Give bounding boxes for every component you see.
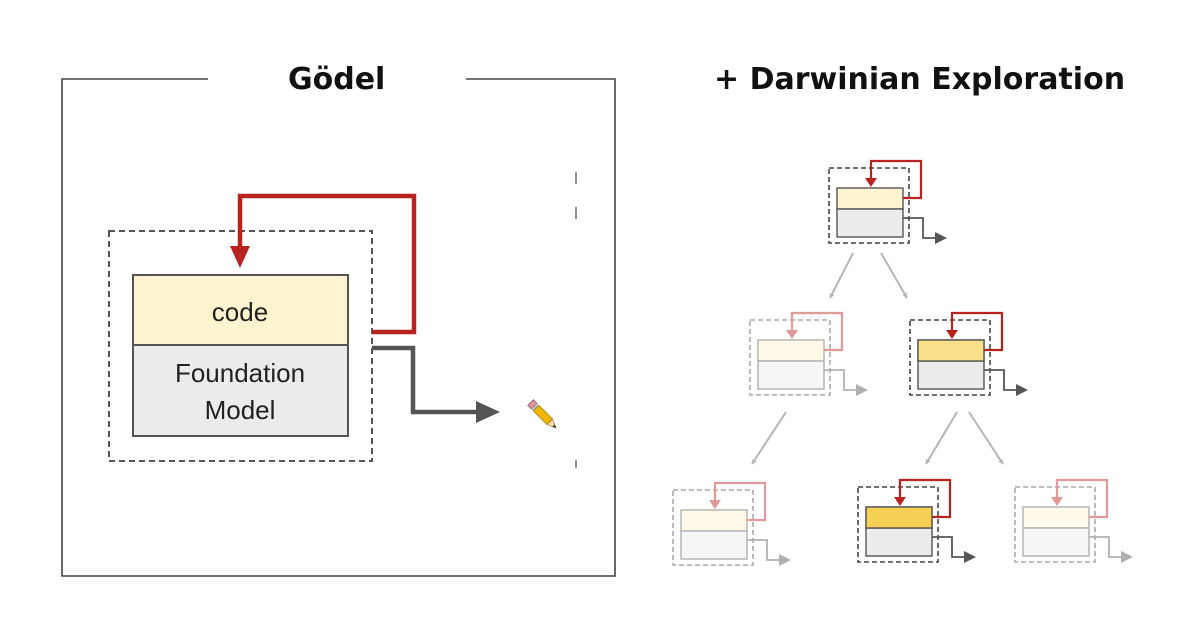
model-label-line2: Model — [205, 395, 276, 425]
tree-edge — [968, 411, 1004, 465]
tree-node-child-left — [748, 311, 870, 398]
tree-node-root — [827, 159, 949, 246]
right-panel-title: + Darwinian Exploration — [714, 62, 1126, 97]
output-arrow — [372, 345, 500, 423]
tree-node-grandchild-left — [671, 481, 793, 568]
tree-edge — [925, 411, 958, 465]
agent-box: code Foundation Model — [108, 230, 373, 462]
godel-frame — [61, 78, 616, 577]
tree-edge — [880, 252, 908, 299]
code-label: code — [212, 297, 268, 327]
left-panel-title: Gödel — [288, 62, 386, 97]
tree-node-grandchild-middle — [856, 478, 978, 565]
pencil-icon — [527, 399, 557, 429]
code-block — [132, 274, 349, 346]
tree-node-grandchild-right — [1013, 478, 1135, 565]
foundation-model-block — [132, 344, 349, 437]
tree-edges — [751, 252, 1004, 465]
model-label-line1: Foundation — [175, 358, 305, 388]
tree-edge — [829, 252, 854, 299]
tree-node-child-right — [908, 311, 1030, 398]
tree-edge — [751, 411, 787, 465]
self-modify-loop-arrow — [230, 193, 417, 335]
